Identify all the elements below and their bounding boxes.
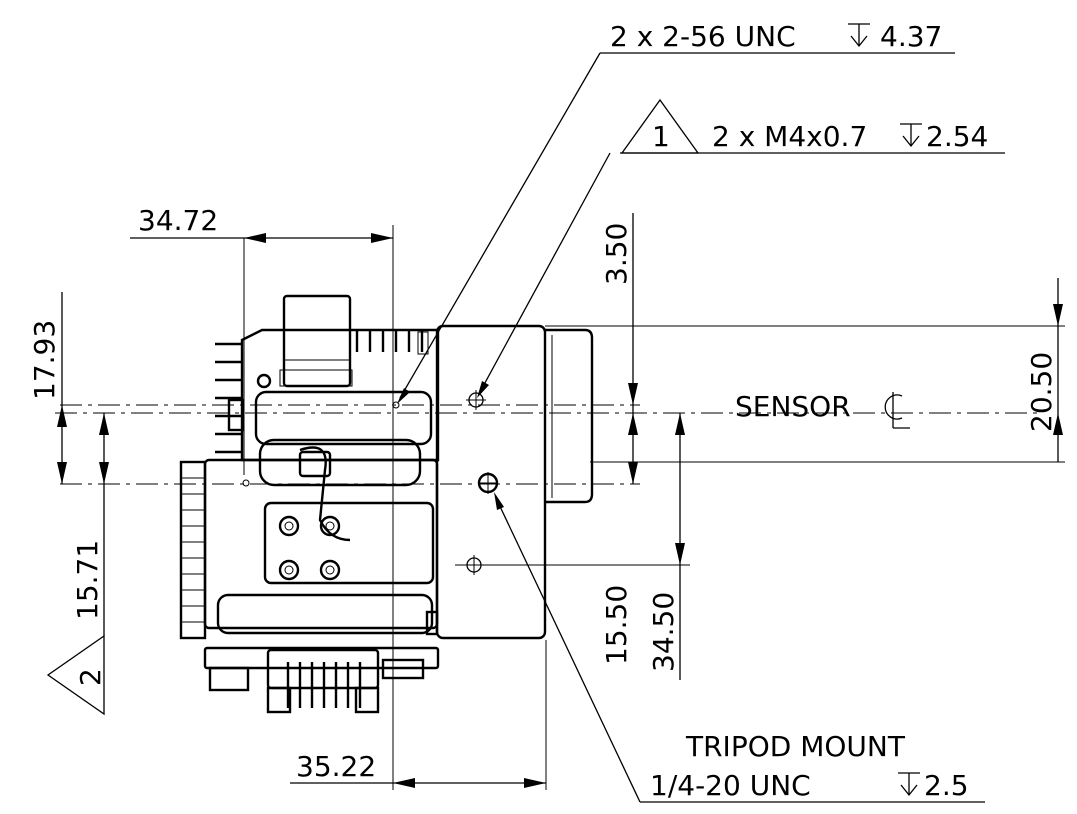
dim-left-upper	[57, 292, 67, 484]
dim-bottom-width	[290, 640, 547, 790]
callout-screw-holes: 2 x 2-56 UNC	[610, 20, 796, 53]
dim-left-upper-value: 17.93	[28, 320, 61, 400]
depth-icon	[900, 123, 922, 148]
note-1-triangle	[620, 98, 700, 154]
dim-mid-lower-value: 15.50	[600, 585, 633, 665]
callout-tripod-leader	[494, 492, 985, 803]
dim-left-lower	[99, 413, 109, 636]
dim-top-width-value: 34.72	[138, 204, 218, 237]
dim-mid-upper-value: 3.50	[600, 223, 633, 285]
callout-screw-depth: 4.37	[880, 20, 942, 53]
camera-body	[179, 294, 594, 714]
tripod-depth: 2.5	[924, 769, 969, 802]
mount-hole-upper	[466, 390, 486, 410]
callout-metric-leader	[477, 152, 1005, 398]
dim-mid-lower-total	[675, 413, 685, 680]
sensor-label: SENSOR	[735, 390, 851, 423]
dim-bottom-width-value: 35.22	[296, 750, 376, 783]
depth-icon	[898, 772, 920, 797]
tripod-hole	[477, 472, 499, 494]
note-1-marker: 1	[652, 120, 670, 153]
dim-mid-lower-total-value: 34.50	[647, 592, 680, 672]
depth-icon	[848, 23, 870, 48]
dim-right-height-value: 20.50	[1025, 352, 1058, 432]
callout-screw-leader	[397, 52, 955, 404]
tripod-title: TRIPOD MOUNT	[685, 730, 906, 763]
dim-top-width	[130, 225, 394, 790]
dim-left-lower-value: 15.71	[71, 540, 104, 620]
mount-hole-lower	[464, 555, 484, 575]
note-2-marker: 2	[74, 668, 107, 686]
callout-metric-holes: 2 x M4x0.7	[712, 120, 867, 153]
tripod-thread: 1/4-20 UNC	[650, 769, 811, 802]
dim-mid-upper	[628, 213, 638, 484]
centerline-icon	[884, 392, 910, 429]
dim-right-height	[1053, 278, 1063, 462]
note-2-triangle	[46, 634, 105, 716]
callout-metric-depth: 2.54	[926, 120, 988, 153]
